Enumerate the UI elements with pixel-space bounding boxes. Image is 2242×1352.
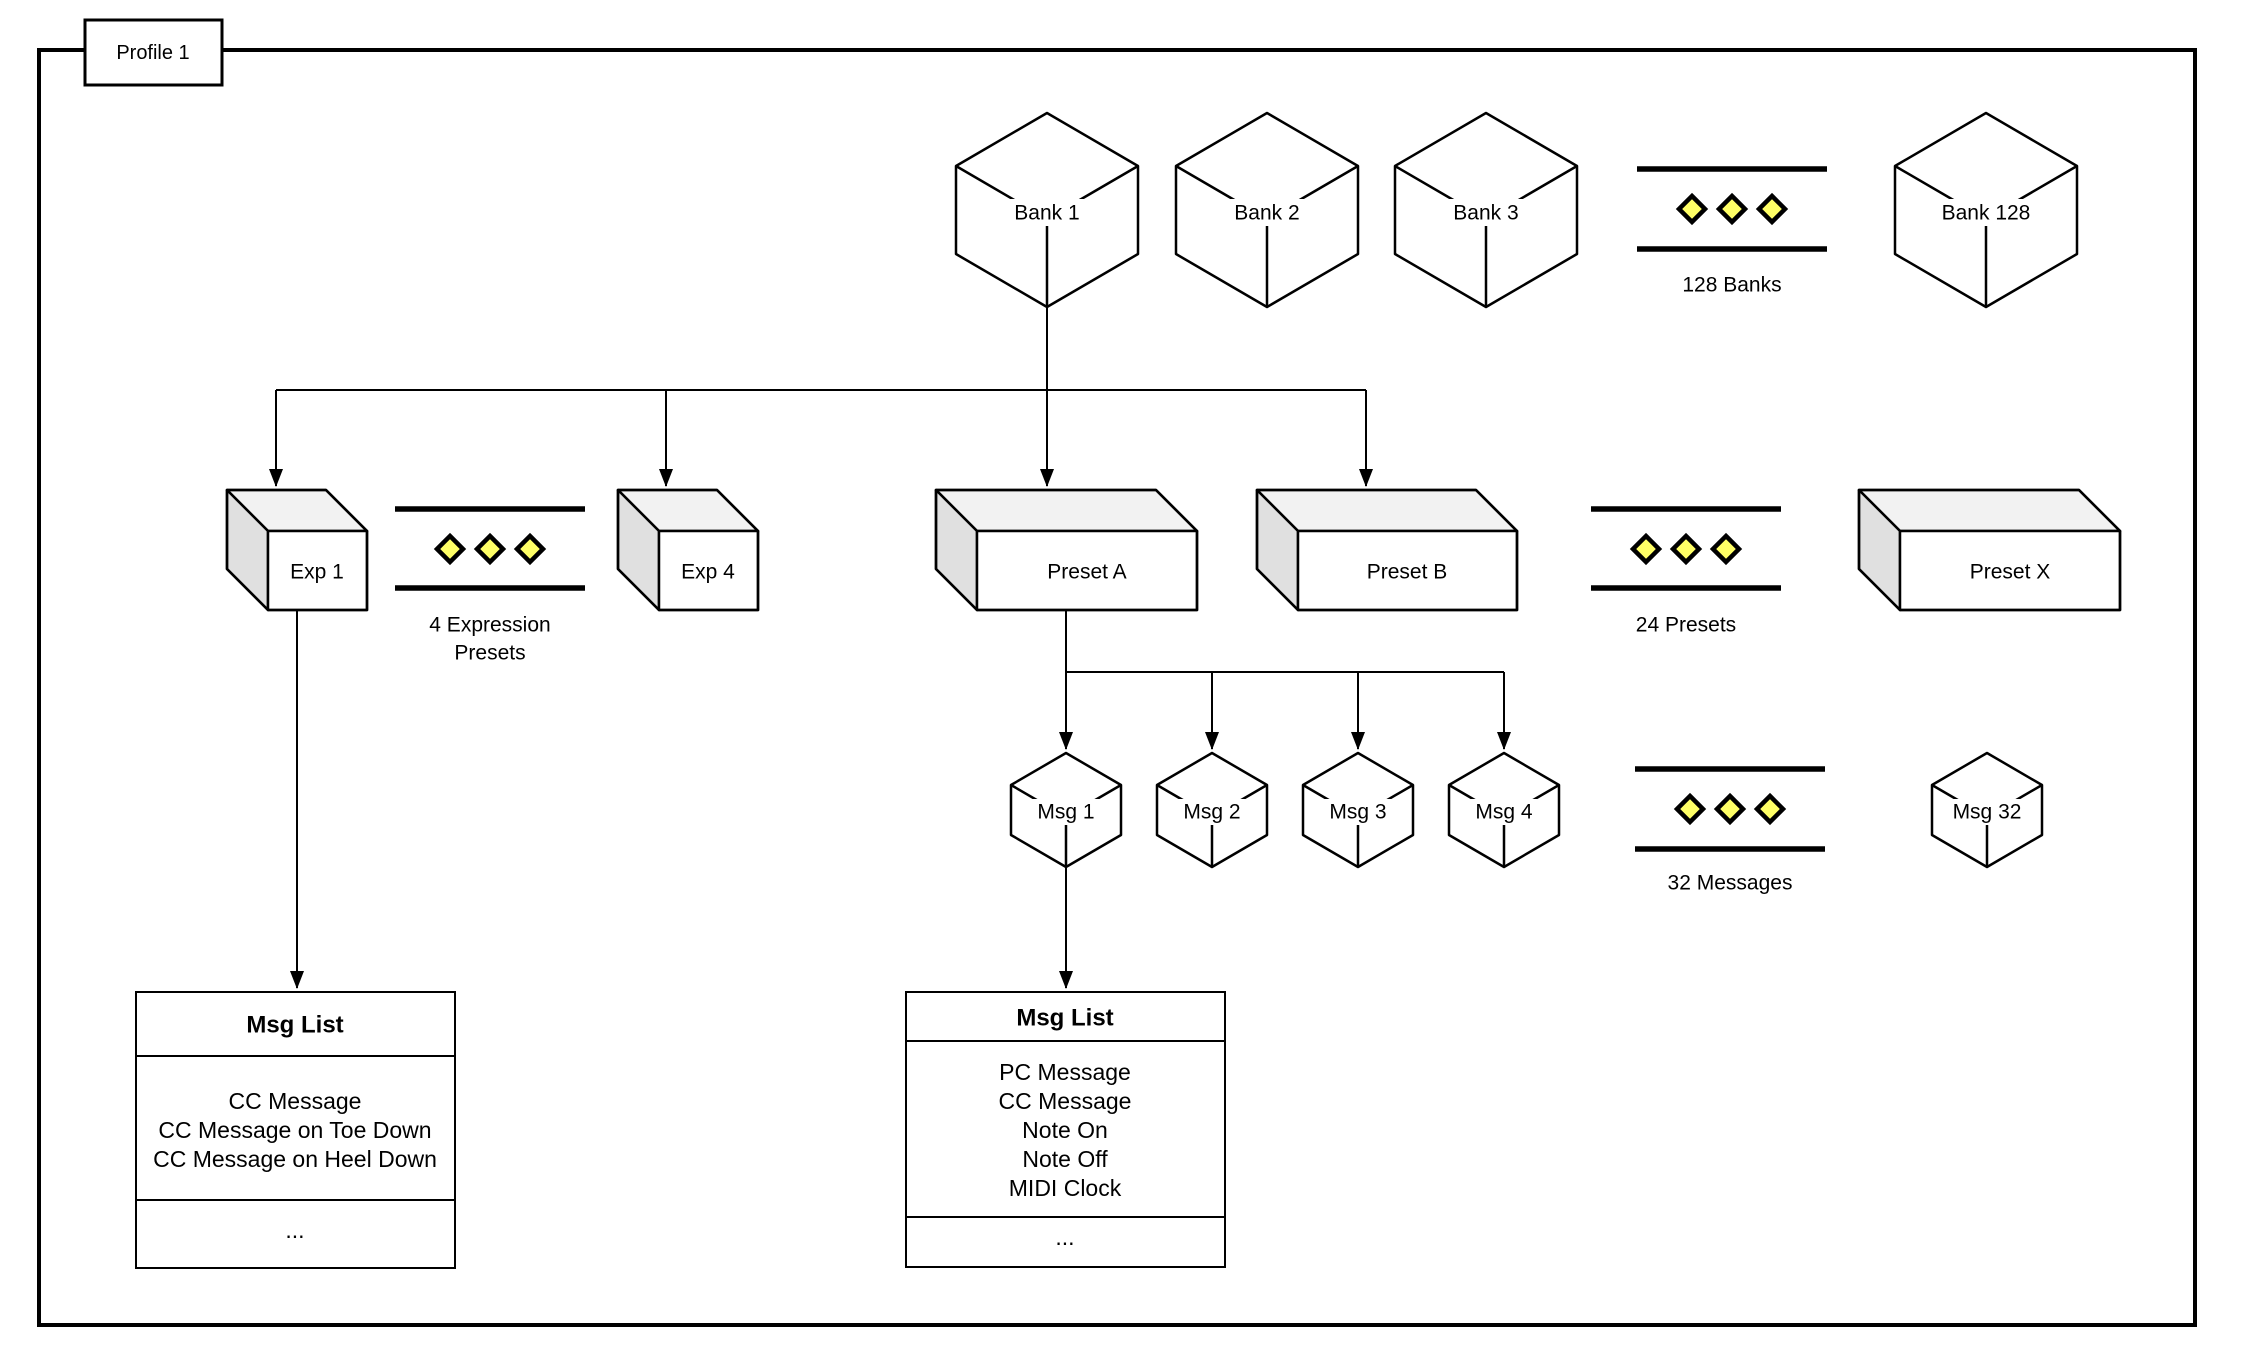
msg3-label-bg	[1324, 799, 1392, 825]
banks-ellipsis-diamond-3	[1755, 192, 1789, 226]
msg-list-right: Msg List PC Message CC Message Note On N…	[905, 991, 1226, 1268]
msg-list-left-item-2: CC Message on Toe Down	[158, 1117, 431, 1143]
preset-x-label: Preset X	[1970, 561, 2051, 584]
messages-ellipsis-diamond-1	[1673, 792, 1707, 826]
msg-list-right-item-1: PC Message	[999, 1059, 1131, 1085]
msg32-label: Msg 32	[1953, 801, 2022, 824]
banks-ellipsis-label: 128 Banks	[1682, 274, 1781, 297]
bank1-label-bg	[1007, 199, 1087, 226]
presets-ellipsis: 24 Presets	[1591, 506, 1781, 637]
msg-list-right-box	[905, 991, 1226, 1268]
preset-a-box	[934, 488, 1199, 612]
expression-ellipsis-diamond-2	[473, 532, 507, 566]
messages-ellipsis: 32 Messages	[1635, 766, 1825, 895]
expression-ellipsis-diamond-1	[433, 532, 467, 566]
bank3-label-bg	[1446, 199, 1526, 226]
banks-ellipsis-diamond-1	[1675, 192, 1709, 226]
connectors	[269, 307, 1511, 989]
messages-ellipsis-diamond-2	[1713, 792, 1747, 826]
msg-list-right-item-5: MIDI Clock	[1009, 1175, 1122, 1201]
bank128-label-bg	[1936, 199, 2036, 226]
presets-ellipsis-diamond-2	[1669, 532, 1703, 566]
msg-labels: Msg 1 Msg 2 Msg 3 Msg 4 Msg 32	[1032, 799, 2028, 825]
bank128-label: Bank 128	[1942, 202, 2031, 225]
msg3-label: Msg 3	[1329, 801, 1386, 824]
exp4-label: Exp 4	[681, 561, 735, 584]
msg4-label-bg	[1470, 799, 1538, 825]
exp1-label: Exp 1	[290, 561, 344, 584]
msg-list-right-item-2: CC Message	[999, 1088, 1132, 1114]
bank2-label-bg	[1227, 199, 1307, 226]
profile-title: Profile 1	[116, 42, 189, 64]
presets-ellipsis-diamond-1	[1629, 532, 1663, 566]
messages-ellipsis-label: 32 Messages	[1668, 872, 1793, 895]
banks-ellipsis: 128 Banks	[1637, 166, 1827, 297]
presets-ellipsis-label: 24 Presets	[1636, 614, 1736, 637]
msg-list-left-item-3: CC Message on Heel Down	[153, 1146, 437, 1172]
messages-ellipsis-diamond-3	[1753, 792, 1787, 826]
msg-list-left-title: Msg List	[246, 1012, 343, 1039]
expression-ellipsis-label-line1: 4 Expression	[429, 614, 550, 637]
msg2-label-bg	[1178, 799, 1246, 825]
msg1-label-bg	[1032, 799, 1100, 825]
msg-list-left-box	[135, 991, 456, 1269]
bank-labels: Bank 1 Bank 2 Bank 3 Bank 128	[1007, 199, 2036, 226]
msg-list-right-item-3: Note On	[1022, 1117, 1108, 1143]
msg-list-left: Msg List CC Message CC Message on Toe Do…	[135, 991, 456, 1269]
msg2-label: Msg 2	[1183, 801, 1240, 824]
profile-border	[37, 48, 2197, 1327]
expression-ellipsis: 4 Expression Presets	[395, 506, 585, 665]
expression-ellipsis-label-line2: Presets	[454, 642, 525, 665]
msg-list-right-more: ...	[1055, 1224, 1074, 1250]
msg-list-left-item-1: CC Message	[229, 1088, 362, 1114]
row2-boxes	[225, 488, 2122, 612]
msg4-label: Msg 4	[1475, 801, 1533, 824]
profile-tab	[83, 18, 224, 87]
preset-b-label: Preset B	[1367, 561, 1448, 584]
exp1-box	[225, 488, 369, 612]
exp4-box	[616, 488, 760, 612]
msg-list-left-more: ...	[285, 1217, 304, 1243]
msg-list-right-item-4: Note Off	[1022, 1146, 1108, 1172]
presets-ellipsis-diamond-3	[1709, 532, 1743, 566]
expression-ellipsis-diamond-3	[513, 532, 547, 566]
preset-x-box	[1857, 488, 2122, 612]
msg-list-right-title: Msg List	[1016, 1005, 1113, 1032]
msg1-label: Msg 1	[1037, 801, 1094, 824]
bank2-label: Bank 2	[1234, 202, 1299, 225]
bank1-label: Bank 1	[1014, 202, 1079, 225]
preset-a-label: Preset A	[1047, 561, 1126, 584]
msg32-label-bg	[1946, 799, 2028, 825]
preset-b-box	[1255, 488, 1519, 612]
row2-labels: Exp 1 Exp 4 Preset A Preset B Preset X	[290, 561, 2050, 584]
bank3-label: Bank 3	[1453, 202, 1518, 225]
banks-ellipsis-diamond-2	[1715, 192, 1749, 226]
